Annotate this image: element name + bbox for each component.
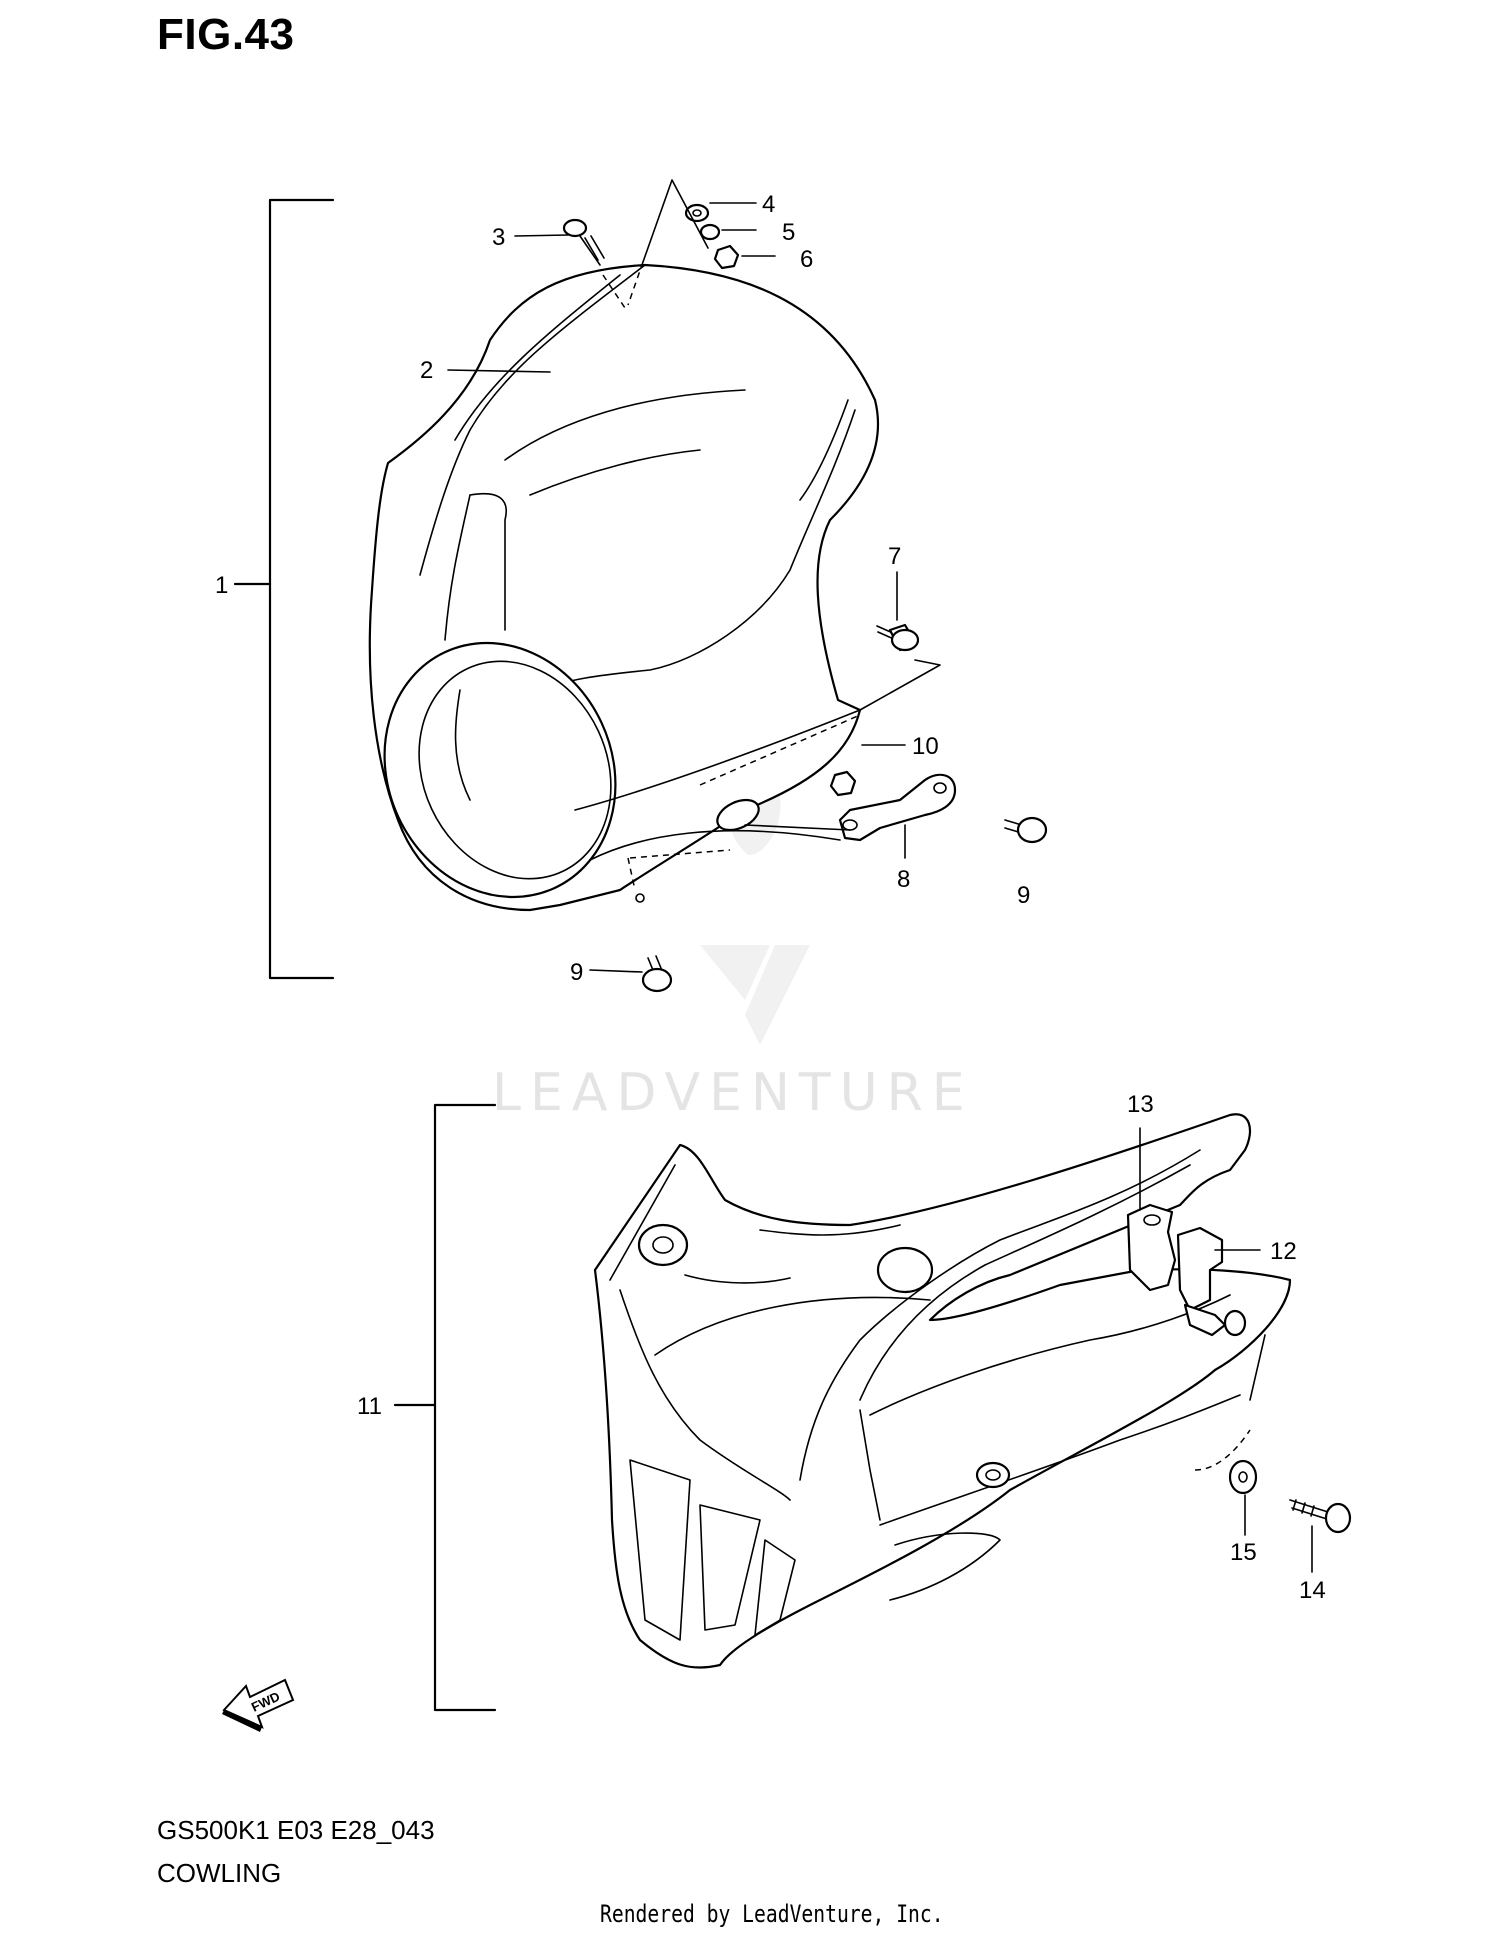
callout-4: 4 bbox=[762, 191, 775, 218]
footer-credit: Rendered by LeadVenture, Inc. bbox=[600, 1900, 944, 1928]
callout-8: 8 bbox=[897, 866, 910, 893]
callout-3: 3 bbox=[492, 224, 505, 251]
screw-part-14 bbox=[1289, 1499, 1352, 1534]
callout-7: 7 bbox=[888, 543, 901, 570]
callout-9b: 9 bbox=[570, 959, 583, 986]
section-name: COWLING bbox=[157, 1858, 282, 1888]
callout-11: 11 bbox=[357, 1393, 382, 1420]
bracket-part-13 bbox=[1126, 1203, 1177, 1292]
leader-lines bbox=[447, 202, 1313, 1573]
bracket-1 bbox=[233, 198, 335, 980]
callout-15: 15 bbox=[1230, 1539, 1257, 1566]
figure-title: FIG.43 bbox=[157, 10, 295, 59]
watermark-text: LEADVENTURE bbox=[492, 1063, 974, 1123]
lock-washer-part-5 bbox=[699, 223, 721, 241]
callout-6: 6 bbox=[800, 246, 813, 273]
nut-part-10 bbox=[829, 770, 857, 797]
cowl-part-2 bbox=[368, 263, 880, 912]
washer-part-15 bbox=[1228, 1459, 1258, 1495]
model-code: GS500K1 E03 E28_043 bbox=[157, 1815, 435, 1845]
callout-12: 12 bbox=[1270, 1238, 1297, 1265]
callout-10: 10 bbox=[912, 733, 939, 760]
fwd-arrow-icon: FWD bbox=[222, 1678, 295, 1732]
clip-part-12 bbox=[1176, 1226, 1247, 1337]
callout-2: 2 bbox=[420, 357, 433, 384]
bolt-part-7 bbox=[859, 623, 941, 711]
bracket-11 bbox=[393, 1103, 497, 1712]
bracket-part-8 bbox=[744, 773, 957, 842]
callout-9a: 9 bbox=[1017, 882, 1030, 909]
bolt-part-9a bbox=[1004, 816, 1048, 844]
callout-5: 5 bbox=[782, 219, 795, 246]
lower-cowl-part-11 bbox=[593, 1113, 1292, 1669]
callout-1: 1 bbox=[215, 572, 228, 599]
screw-part-3 bbox=[562, 218, 605, 266]
bolt-part-9b bbox=[641, 955, 673, 993]
nut-part-6 bbox=[713, 244, 740, 270]
callout-13: 13 bbox=[1127, 1091, 1154, 1118]
callout-14: 14 bbox=[1299, 1577, 1326, 1604]
